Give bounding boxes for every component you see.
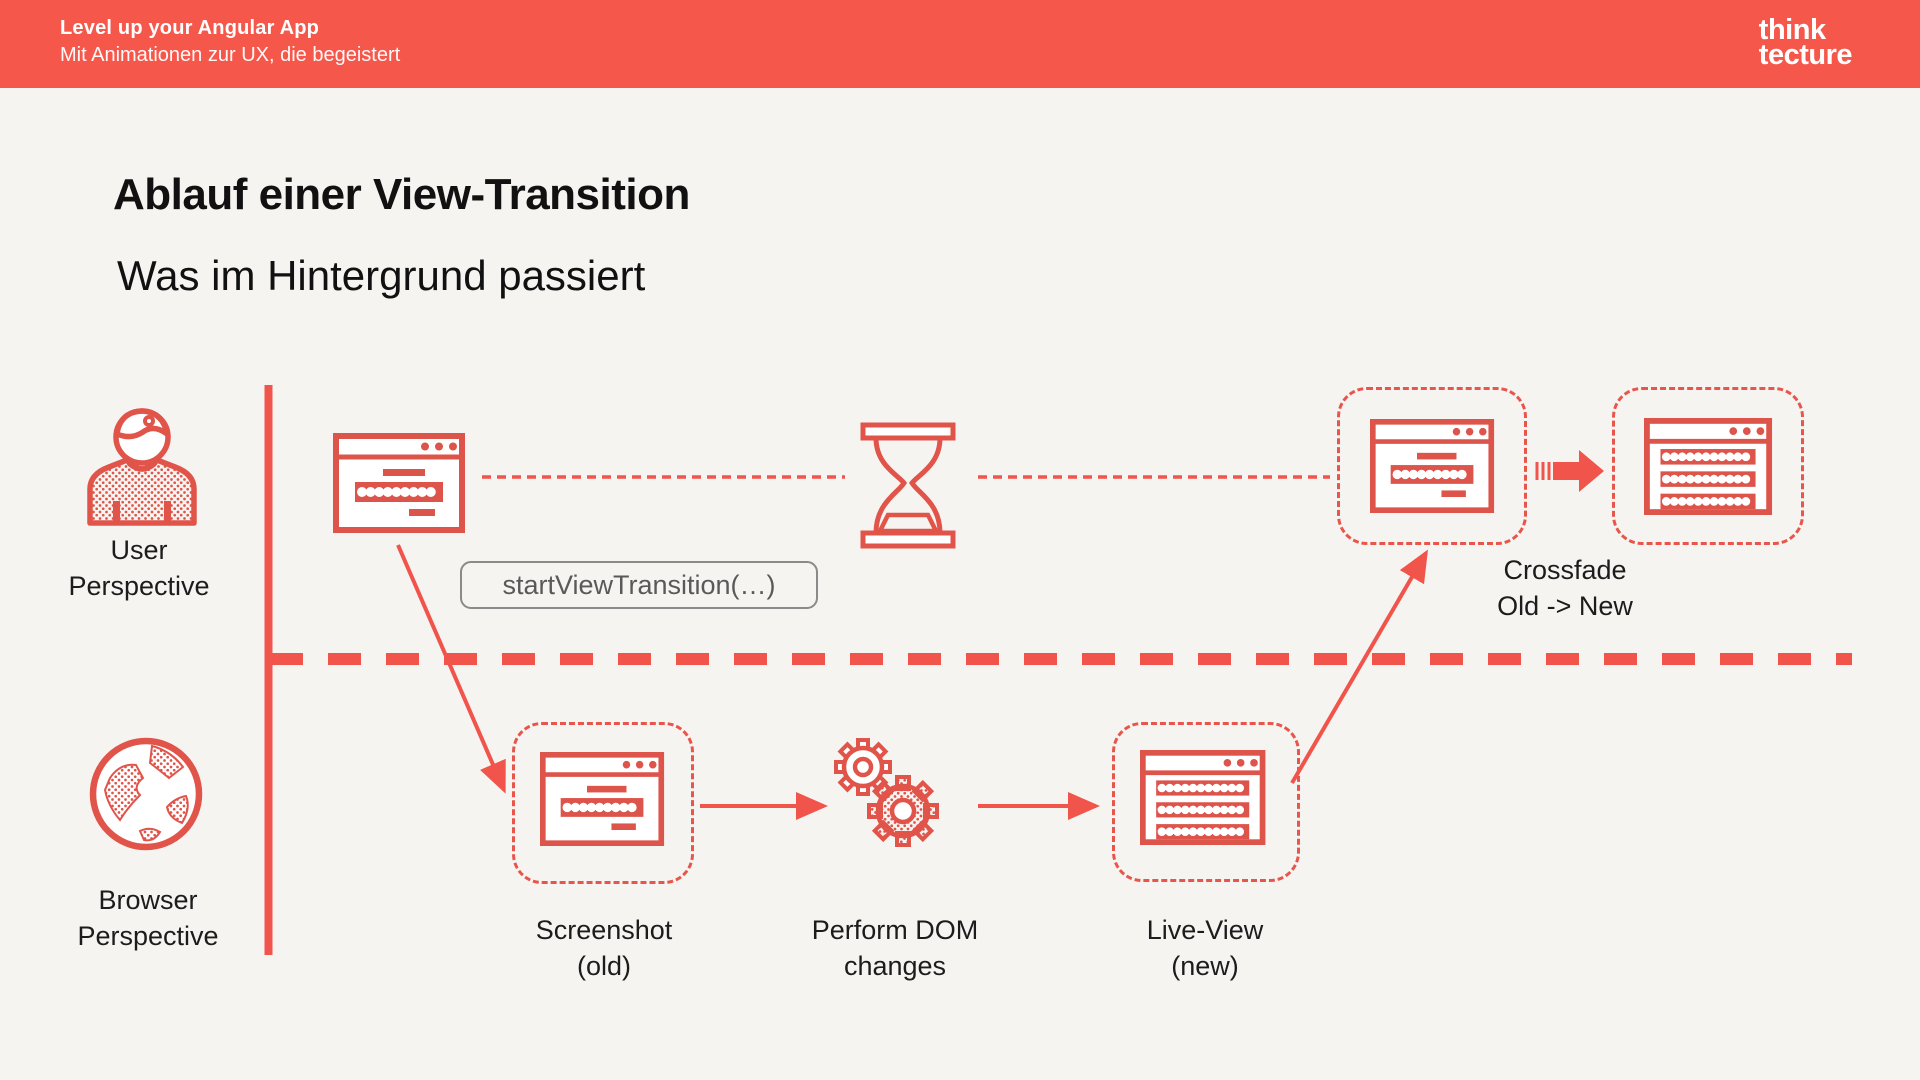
large-gear bbox=[867, 775, 939, 847]
arrow-liveview-to-crossfade bbox=[1290, 549, 1429, 785]
screenshot-box bbox=[512, 722, 694, 884]
header-bar: Level up your Angular App Mit Animatione… bbox=[0, 0, 1920, 88]
thinktecture-logo: think tecture bbox=[1758, 14, 1853, 71]
live-view-label: Live-View (new) bbox=[1095, 912, 1315, 984]
slide-subtitle: Was im Hintergrund passiert bbox=[117, 252, 646, 299]
user-icon bbox=[87, 408, 197, 526]
gears-icon bbox=[834, 738, 939, 847]
slide-title: Ablauf einer View-Transition bbox=[113, 170, 690, 219]
start-view-transition-text: startViewTransition(…) bbox=[502, 569, 776, 600]
small-gear bbox=[834, 738, 892, 796]
browser-window-icon bbox=[336, 436, 462, 530]
logo-line-1: think bbox=[1758, 14, 1826, 46]
dom-changes-label-line1: Perform DOM bbox=[811, 915, 979, 945]
live-view-label-line2: (new) bbox=[1171, 951, 1239, 981]
screenshot-label: Screenshot (old) bbox=[494, 912, 714, 984]
hourglass-icon bbox=[860, 422, 956, 549]
browser-label-line1: Browser bbox=[98, 885, 198, 915]
live-view-box bbox=[1112, 722, 1300, 882]
live-view-label-line1: Live-View bbox=[1146, 915, 1264, 945]
logo-line-2: tecture bbox=[1758, 39, 1853, 71]
browser-perspective-label: Browser Perspective bbox=[38, 882, 258, 954]
screenshot-label-line2: (old) bbox=[576, 951, 631, 981]
user-perspective-label: User Perspective bbox=[29, 532, 249, 604]
start-view-transition-call: startViewTransition(…) bbox=[460, 561, 818, 609]
crossfade-old-box bbox=[1337, 387, 1527, 545]
crossfade-label: Crossfade Old -> New bbox=[1455, 552, 1675, 624]
user-label-line1: User bbox=[110, 535, 168, 565]
presentation-subtitle: Mit Animationen zur UX, die begeistert bbox=[60, 44, 401, 66]
presentation-title: Level up your Angular App bbox=[60, 17, 320, 39]
user-label-line2: Perspective bbox=[68, 571, 210, 601]
header-texts: Level up your Angular App Mit Animatione… bbox=[60, 14, 400, 68]
dom-changes-label: Perform DOM changes bbox=[785, 912, 1005, 984]
dom-changes-label-line2: changes bbox=[843, 951, 947, 981]
block-arrow-icon bbox=[1535, 450, 1604, 492]
crossfade-label-line1: Crossfade bbox=[1503, 555, 1627, 585]
crossfade-label-line2: Old -> New bbox=[1497, 591, 1633, 621]
crossfade-new-box bbox=[1612, 387, 1804, 545]
browser-label-line2: Perspective bbox=[77, 921, 219, 951]
globe-icon bbox=[89, 737, 203, 851]
screenshot-label-line1: Screenshot bbox=[535, 915, 673, 945]
